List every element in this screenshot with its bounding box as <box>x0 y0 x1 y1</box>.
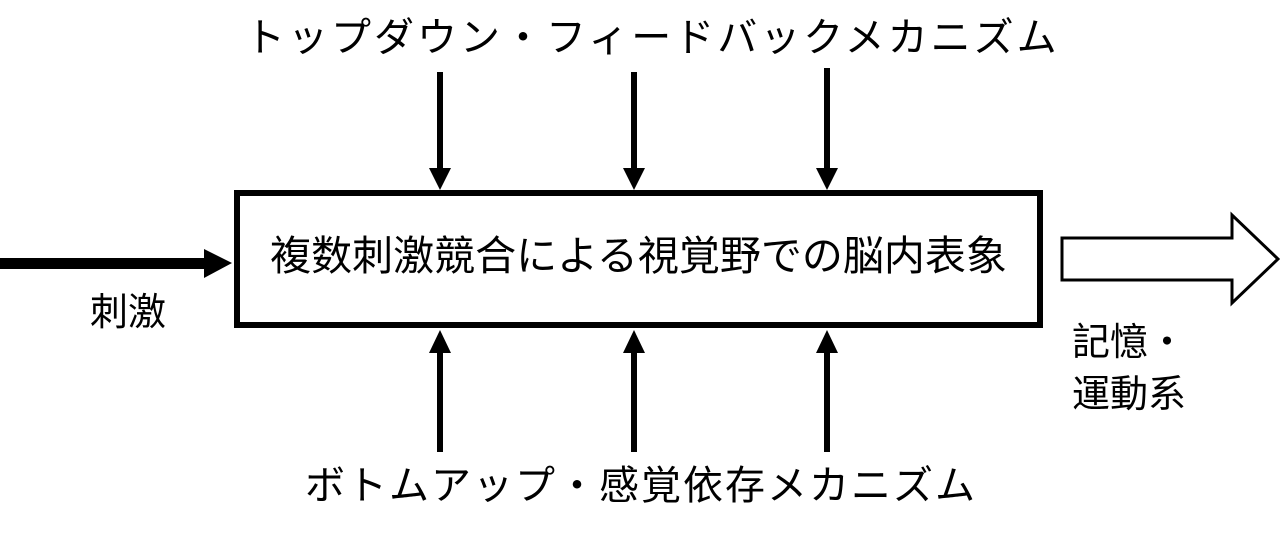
top-down-arrow-3 <box>816 68 838 190</box>
top-down-mechanism-label: トップダウン・フィードバックメカニズム <box>245 15 1060 61</box>
bottom-up-mechanism-label: ボトムアップ・感覚依存メカニズム <box>305 463 977 509</box>
stimulus-input-arrow <box>0 249 232 278</box>
stimulus-label: 刺激 <box>90 290 167 334</box>
output-label-line-2: 運動系 <box>1072 372 1187 416</box>
output-label-line-1: 記憶・ <box>1072 320 1187 364</box>
top-down-arrow-2 <box>623 72 645 190</box>
bottom-up-arrow-3 <box>816 330 838 452</box>
bottom-up-arrow-1 <box>429 330 451 452</box>
output-hollow-arrow <box>1060 211 1280 307</box>
bottom-up-arrow-2 <box>623 330 645 452</box>
center-box-label: 複数刺激競合による視覚野での脳内表象 <box>270 232 1007 280</box>
center-box <box>234 190 1043 328</box>
top-down-arrow-1 <box>429 72 451 190</box>
output-label: 記憶・ 運動系 <box>1072 316 1186 420</box>
